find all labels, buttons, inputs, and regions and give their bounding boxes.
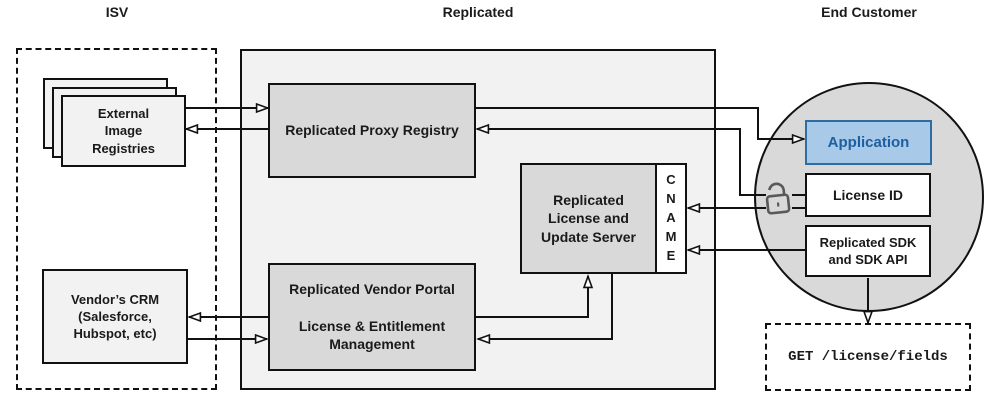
section-label-replicated: Replicated (442, 4, 514, 20)
edge-proxy-registry-to-application (476, 107, 804, 139)
isv-boundary (16, 48, 217, 390)
application-node: Application (805, 120, 932, 165)
replicated-proxy-registry-node: Replicated Proxy Registry (268, 83, 476, 178)
edge-vendor-portal-to-license-server (476, 276, 588, 318)
vendor-crm-node: Vendor’s CRM (Salesforce, Hubspot, etc) (42, 269, 188, 364)
license-and-update-server-node: Replicated License and Update Server (520, 163, 657, 274)
replicated-sdk-node: Replicated SDK and SDK API (805, 225, 931, 277)
replicated-vendor-portal-node: Replicated Vendor Portal License & Entit… (268, 263, 476, 371)
cname-node: C N A M E (655, 163, 687, 274)
external-image-registries-node: External Image Registries (61, 95, 186, 167)
edge-license-id-to-proxy-registry (477, 129, 766, 196)
section-label-end-customer: End Customer (821, 4, 917, 20)
license-id-node: License ID (805, 173, 931, 217)
section-label-isv: ISV (105, 4, 129, 20)
unlock-icon (765, 182, 791, 215)
edge-license-server-to-vendor-portal (478, 274, 613, 339)
